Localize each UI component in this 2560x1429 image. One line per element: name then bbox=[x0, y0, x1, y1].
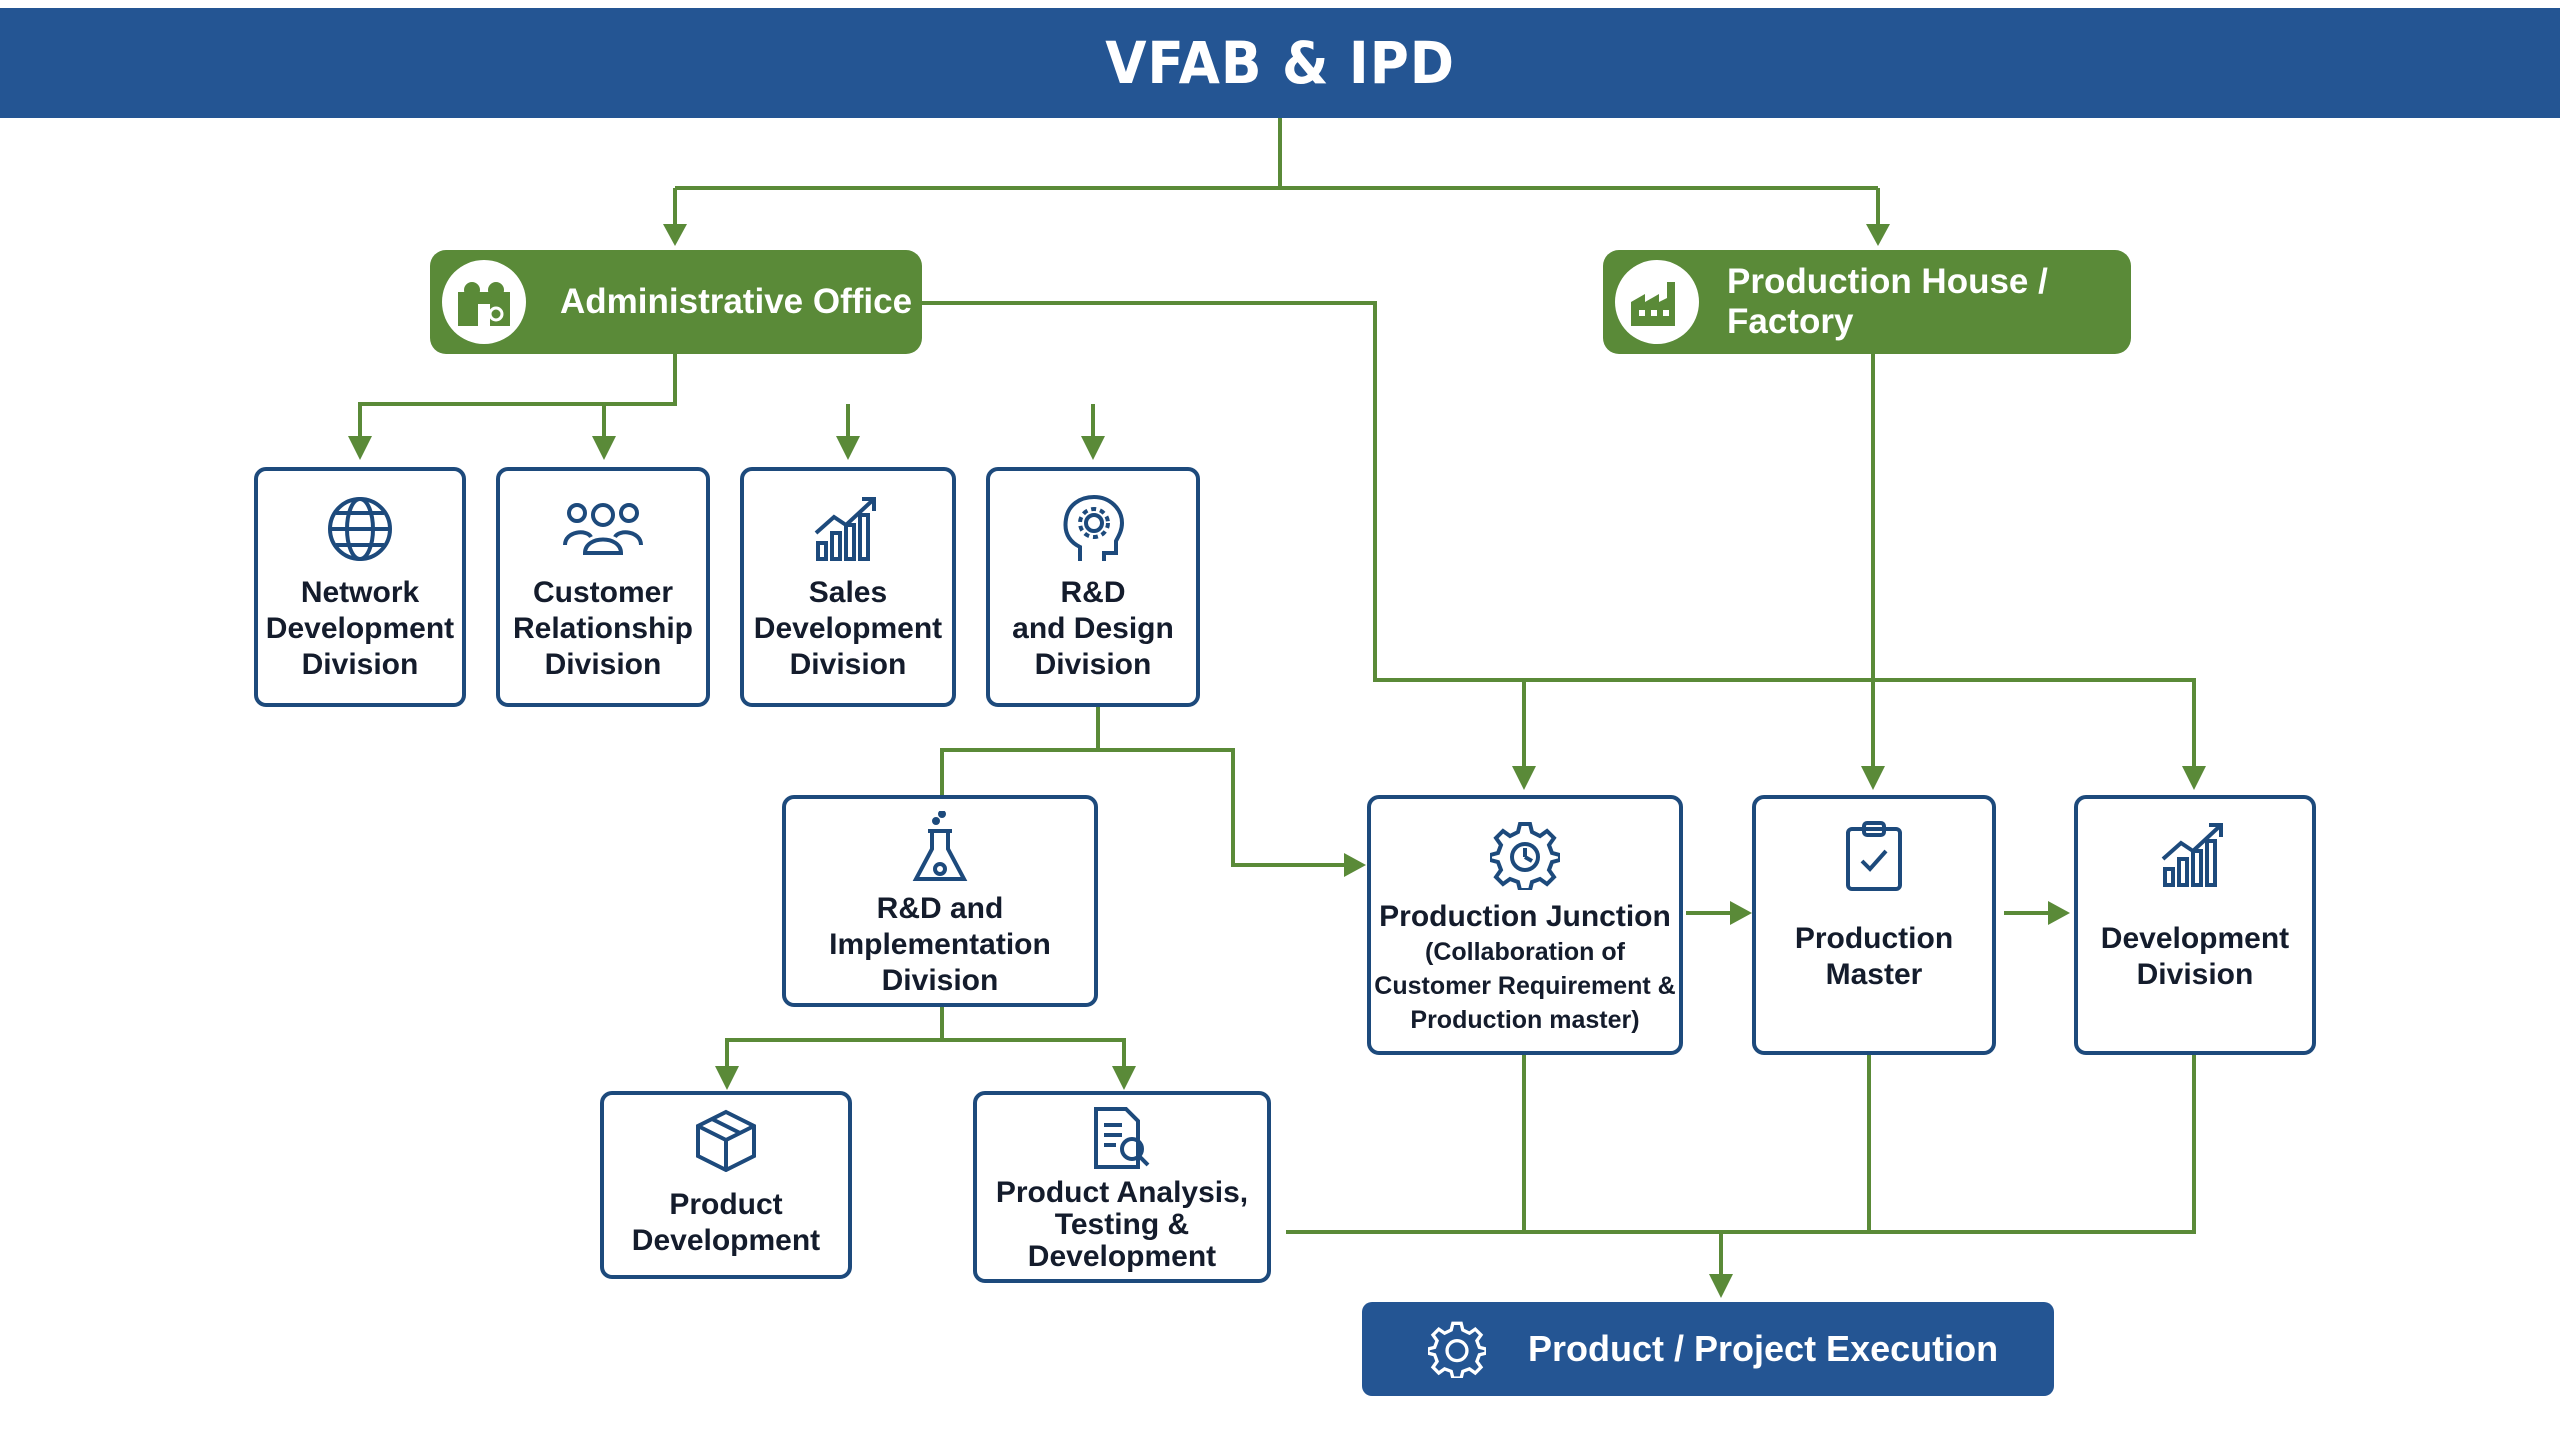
users-group-icon bbox=[561, 491, 645, 567]
gear-icon bbox=[1490, 817, 1560, 893]
line-2: Division bbox=[2136, 958, 2254, 991]
production-master[interactable]: Production Master bbox=[1752, 795, 1996, 1055]
line-3: Division bbox=[544, 648, 662, 681]
line-3: Division bbox=[789, 648, 907, 681]
flask-icon bbox=[910, 811, 970, 887]
line-1: Production bbox=[1794, 922, 1954, 955]
people-building-icon bbox=[442, 260, 526, 344]
title-bar: VFAB & IPD bbox=[0, 8, 2560, 118]
production-junction[interactable]: Production Junction (Collaboration of Cu… bbox=[1367, 795, 1683, 1055]
line-2: and Design bbox=[1012, 612, 1174, 645]
line-2: Testing & bbox=[1054, 1208, 1190, 1241]
development-division[interactable]: Development Division bbox=[2074, 795, 2316, 1055]
execution-label: Product / Project Execution bbox=[1528, 1328, 1999, 1369]
line-1: Network bbox=[300, 576, 420, 609]
line-3: Development bbox=[1027, 1240, 1217, 1273]
network-development-division[interactable]: Network Development Division bbox=[254, 467, 466, 707]
box-icon bbox=[694, 1105, 758, 1175]
rnd-design-division[interactable]: R&D and Design Division bbox=[986, 467, 1200, 707]
line-2: Master bbox=[1825, 958, 1923, 991]
line-1: Product Analysis, bbox=[995, 1176, 1249, 1209]
rnd-implementation-division[interactable]: R&D and Implementation Division bbox=[782, 795, 1098, 1007]
production-house-label: Production House / Factory bbox=[1727, 262, 2048, 341]
line-2: Development bbox=[631, 1224, 821, 1257]
factory-icon bbox=[1615, 260, 1699, 344]
line-3: Division bbox=[301, 648, 419, 681]
product-project-execution[interactable]: Product / Project Execution bbox=[1362, 1302, 2054, 1396]
globe-icon bbox=[324, 491, 396, 567]
line-1: Product bbox=[669, 1188, 783, 1221]
junction-sub-1: (Collaboration of bbox=[1425, 938, 1625, 966]
line-1: Development bbox=[2100, 922, 2290, 955]
product-development[interactable]: Product Development bbox=[600, 1091, 852, 1279]
line-1: Customer bbox=[532, 576, 673, 609]
line-1: R&D and bbox=[876, 892, 1004, 925]
gear-icon bbox=[1428, 1320, 1486, 1378]
line-1: R&D bbox=[1060, 576, 1126, 609]
production-house-node[interactable]: Production House / Factory bbox=[1603, 250, 2131, 354]
header-connector bbox=[675, 118, 1282, 190]
clipboard-check-icon bbox=[1844, 817, 1904, 893]
customer-relationship-division[interactable]: Customer Relationship Division bbox=[496, 467, 710, 707]
document-search-icon bbox=[1092, 1103, 1152, 1173]
bar-chart-icon bbox=[2159, 817, 2231, 893]
line-2: Development bbox=[265, 612, 455, 645]
junction-sub-3: Production master) bbox=[1410, 1006, 1640, 1034]
line-3: Division bbox=[881, 964, 999, 997]
growth-chart-icon bbox=[812, 491, 884, 567]
administrative-office-label: Administrative Office bbox=[560, 282, 913, 321]
line-2: Development bbox=[753, 612, 943, 645]
sales-development-division[interactable]: Sales Development Division bbox=[740, 467, 956, 707]
product-analysis-testing[interactable]: Product Analysis, Testing & Development bbox=[973, 1091, 1271, 1283]
line-2: Implementation bbox=[829, 928, 1051, 961]
page-title: VFAB & IPD bbox=[1105, 29, 1455, 97]
line-3: Division bbox=[1034, 648, 1152, 681]
junction-sub-2: Customer Requirement & bbox=[1374, 972, 1676, 1000]
junction-title: Production Junction bbox=[1379, 900, 1671, 933]
head-gear-icon bbox=[1060, 491, 1126, 567]
line-1: Sales bbox=[808, 576, 888, 609]
line-2: Relationship bbox=[512, 612, 693, 645]
administrative-office-node[interactable]: Administrative Office bbox=[430, 250, 922, 354]
